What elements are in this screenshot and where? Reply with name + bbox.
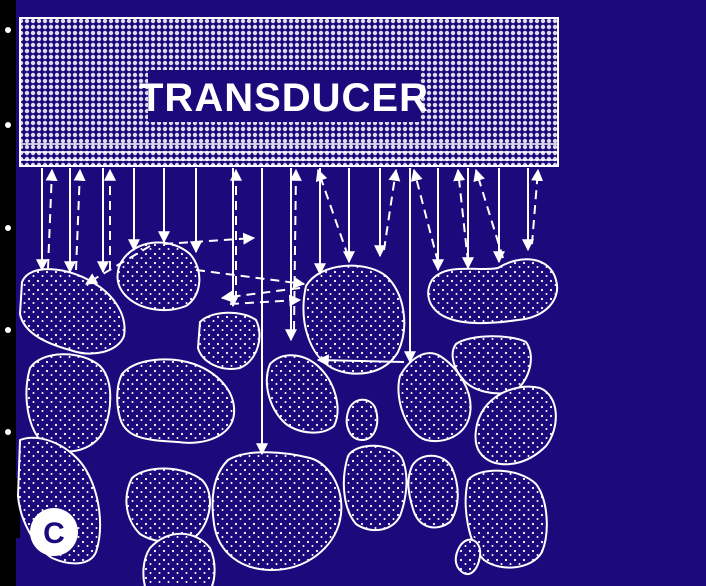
panel-label: C: [43, 517, 65, 550]
transducer-label: TRANSDUCER: [139, 76, 429, 120]
scatterer: [126, 468, 210, 541]
film-edge-notch: [0, 478, 20, 538]
scatterer: [198, 313, 259, 369]
scatterer: [26, 354, 110, 451]
scatterer: [304, 266, 405, 374]
scatterer: [347, 400, 377, 440]
scatterer: [118, 242, 200, 310]
scatterer: [344, 446, 407, 530]
scatterer: [408, 456, 457, 528]
